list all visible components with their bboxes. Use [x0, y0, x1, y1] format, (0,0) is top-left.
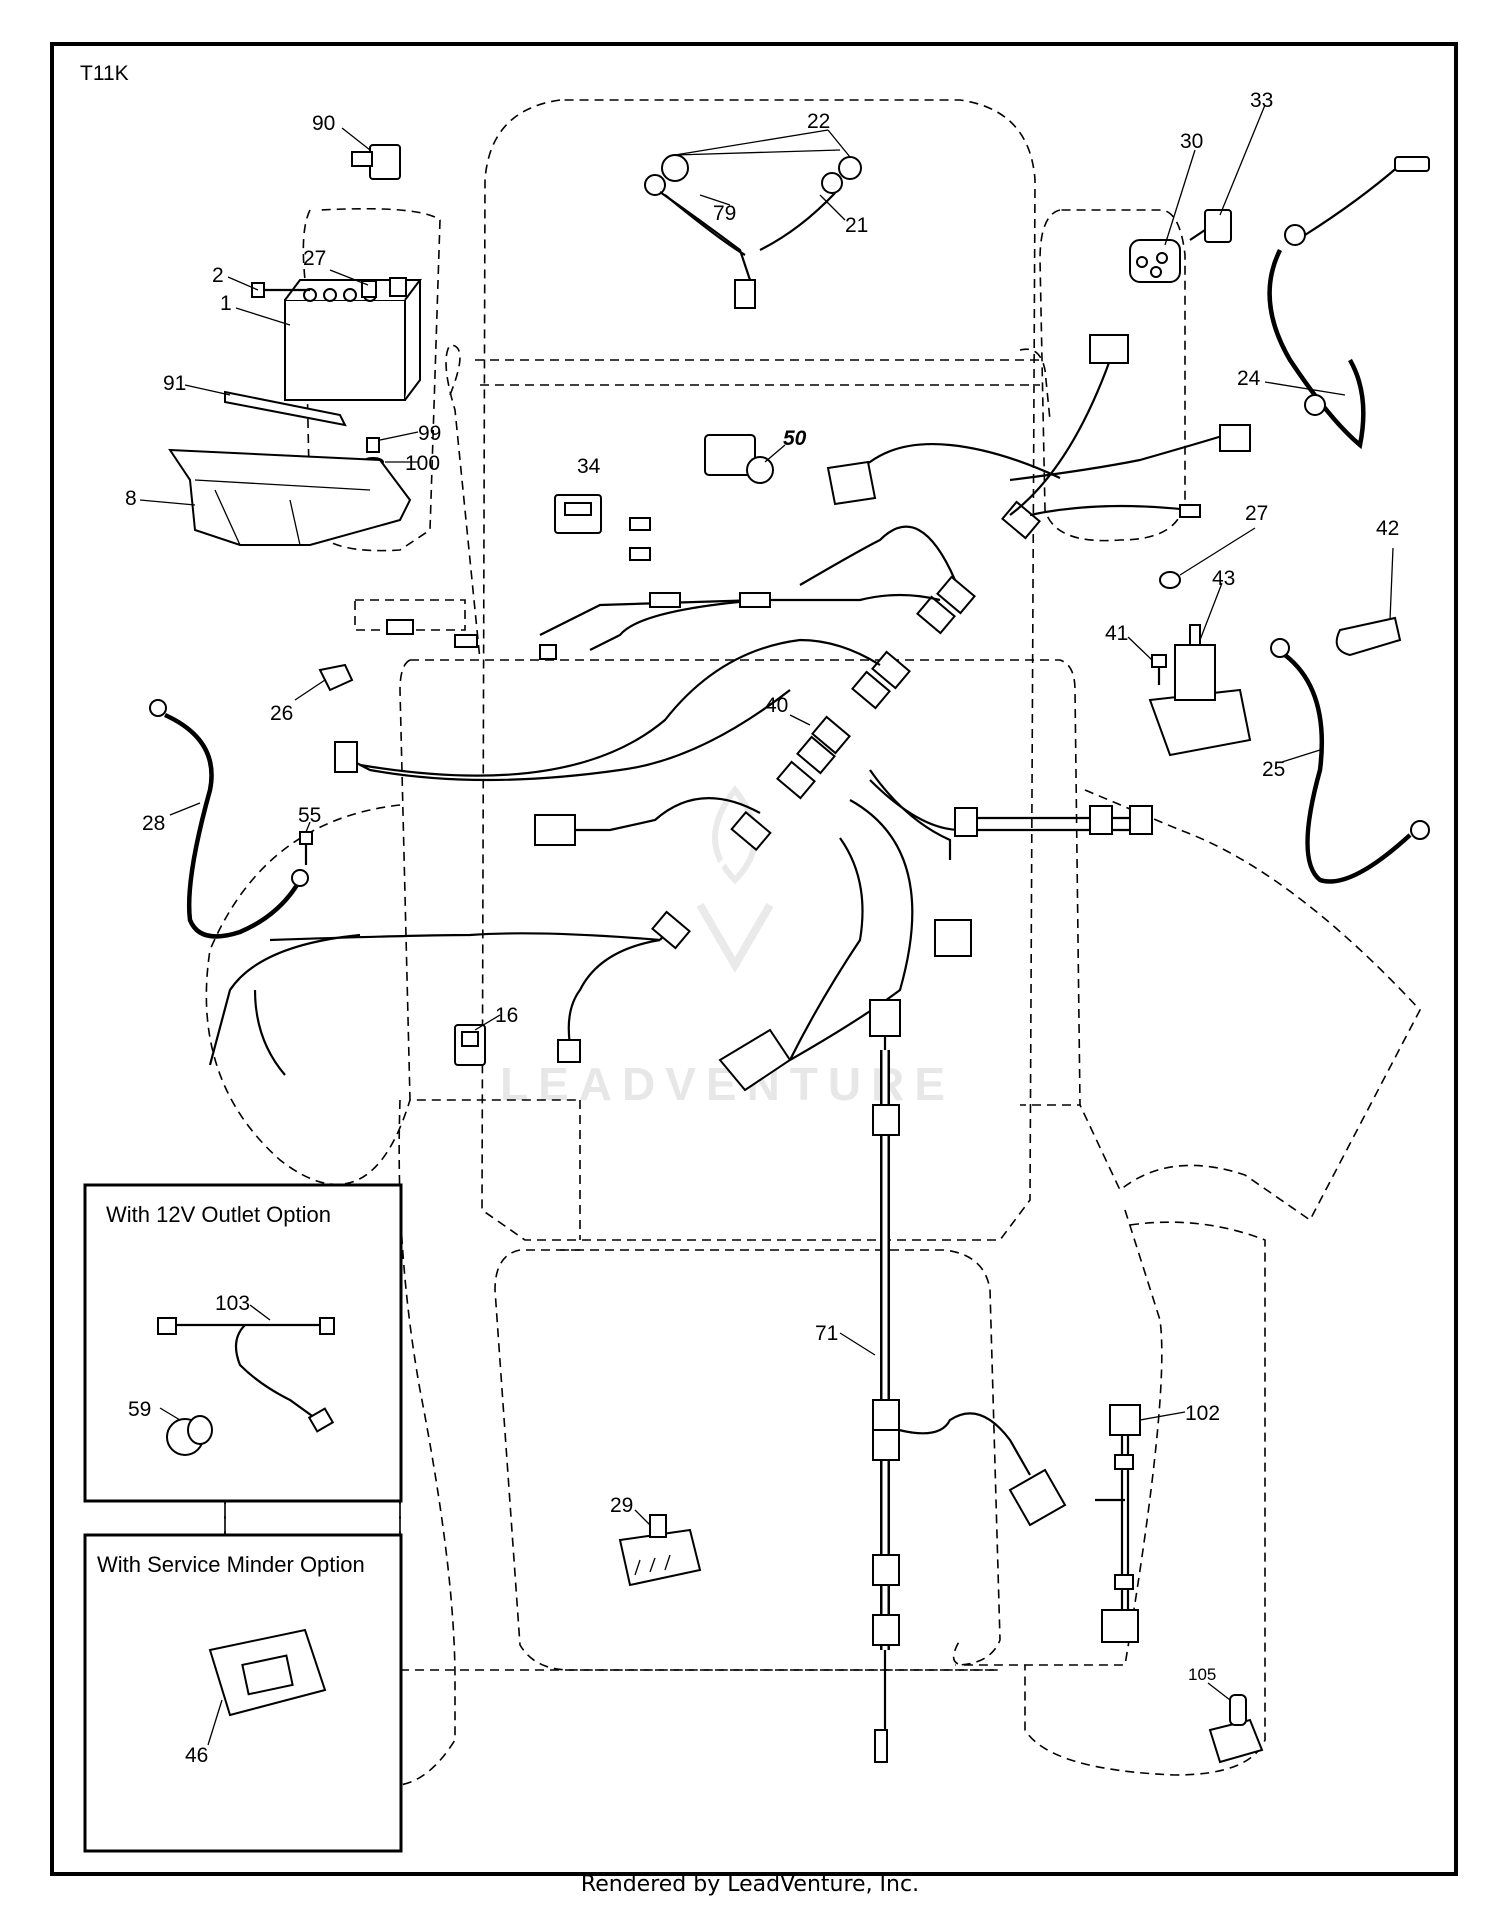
callout-105: 105 [1188, 1665, 1216, 1684]
part-59-outlet[interactable] [166, 1415, 213, 1456]
part-55-screw[interactable] [299, 831, 313, 865]
callout-34: 34 [577, 455, 601, 478]
part-103-outlet-harness[interactable] [157, 1317, 335, 1433]
part-27-nut-right[interactable] [1159, 571, 1181, 589]
inset-service-minder: With Service Minder Option [83, 1533, 403, 1853]
callout-21: 21 [845, 214, 868, 237]
callout-27-right: 27 [1245, 502, 1268, 525]
callout-25: 25 [1262, 758, 1285, 781]
diagram-frame [50, 42, 1458, 1876]
callout-40: 40 [765, 694, 788, 717]
part-41-bolt[interactable] [1151, 654, 1167, 685]
part-24-battery-cable[interactable] [1267, 156, 1430, 450]
part-91-hold-down-strap[interactable] [224, 390, 347, 427]
part-1-battery[interactable] [284, 277, 422, 401]
callout-29: 29 [610, 1494, 633, 1517]
part-30-ignition-switch[interactable] [1129, 239, 1181, 283]
callout-22: 22 [807, 110, 830, 133]
part-42-boot[interactable] [1335, 616, 1402, 657]
callout-50: 50 [783, 427, 807, 450]
callout-99: 99 [418, 422, 441, 445]
main-wire-harness[interactable] [208, 359, 1236, 1076]
callout-24: 24 [1237, 367, 1261, 390]
part-26-fuse[interactable] [318, 663, 354, 692]
callout-90: 90 [312, 112, 335, 135]
callout-33: 33 [1250, 89, 1273, 112]
part-46-service-minder[interactable] [208, 1628, 327, 1717]
part-105-solenoid[interactable] [1208, 1694, 1264, 1764]
callout-100: 100 [405, 452, 440, 475]
callout-30: 30 [1180, 130, 1203, 153]
callout-1: 1 [220, 292, 232, 315]
callout-41: 41 [1105, 622, 1128, 645]
watermark: LEADVENTURE [500, 785, 955, 1110]
callout-labels: T11K 90 22 79 21 30 33 2 27 1 91 99 100 … [80, 62, 1399, 1767]
callout-28: 28 [142, 812, 165, 835]
callout-103: 103 [215, 1292, 250, 1315]
leader-lines [139, 104, 1394, 1746]
diagram-code: T11K [80, 62, 129, 85]
part-50-switch[interactable] [704, 434, 774, 484]
part-29-pto-switch[interactable] [618, 1514, 702, 1587]
callout-8: 8 [125, 487, 137, 510]
inset-12v-outlet-title: With 12V Outlet Option [106, 1202, 331, 1227]
part-8-battery-tray[interactable] [168, 448, 412, 546]
callout-91: 91 [163, 372, 186, 395]
tractor-outline [205, 99, 1421, 1786]
inset-service-minder-title: With Service Minder Option [97, 1552, 365, 1577]
part-33-key[interactable] [1189, 209, 1232, 243]
harness-connectors[interactable] [334, 334, 1251, 1092]
callout-71: 71 [815, 1322, 838, 1345]
callout-2: 2 [212, 264, 224, 287]
part-28-ground-cable[interactable] [149, 699, 309, 939]
callout-46: 46 [185, 1744, 208, 1767]
part-102-harness[interactable] [1095, 1404, 1141, 1643]
footer-credit: Rendered by LeadVenture, Inc. [580, 1872, 920, 1897]
inset-12v-outlet: With 12V Outlet Option [83, 1183, 403, 1503]
callout-26: 26 [270, 702, 293, 725]
callout-42: 42 [1376, 517, 1399, 540]
part-16-relay[interactable] [454, 1024, 486, 1066]
watermark-text: LEADVENTURE [500, 1058, 955, 1110]
callout-55: 55 [298, 804, 321, 827]
part-headlight-harness[interactable] [644, 149, 862, 309]
callout-27-top: 27 [303, 247, 326, 270]
callout-43: 43 [1212, 567, 1235, 590]
callout-16: 16 [495, 1004, 518, 1027]
part-43-solenoid[interactable] [1148, 624, 1252, 757]
part-label-decal[interactable] [826, 460, 877, 506]
callout-79: 79 [713, 202, 736, 225]
callout-59: 59 [128, 1398, 151, 1421]
part-71-harness[interactable] [869, 999, 1067, 1763]
part-34-rocker-switch[interactable] [554, 494, 602, 534]
part-90-connector[interactable] [351, 144, 401, 180]
callout-102: 102 [1185, 1402, 1220, 1425]
part-27-nut[interactable] [361, 280, 377, 298]
part-25-cable[interactable] [1270, 638, 1430, 884]
